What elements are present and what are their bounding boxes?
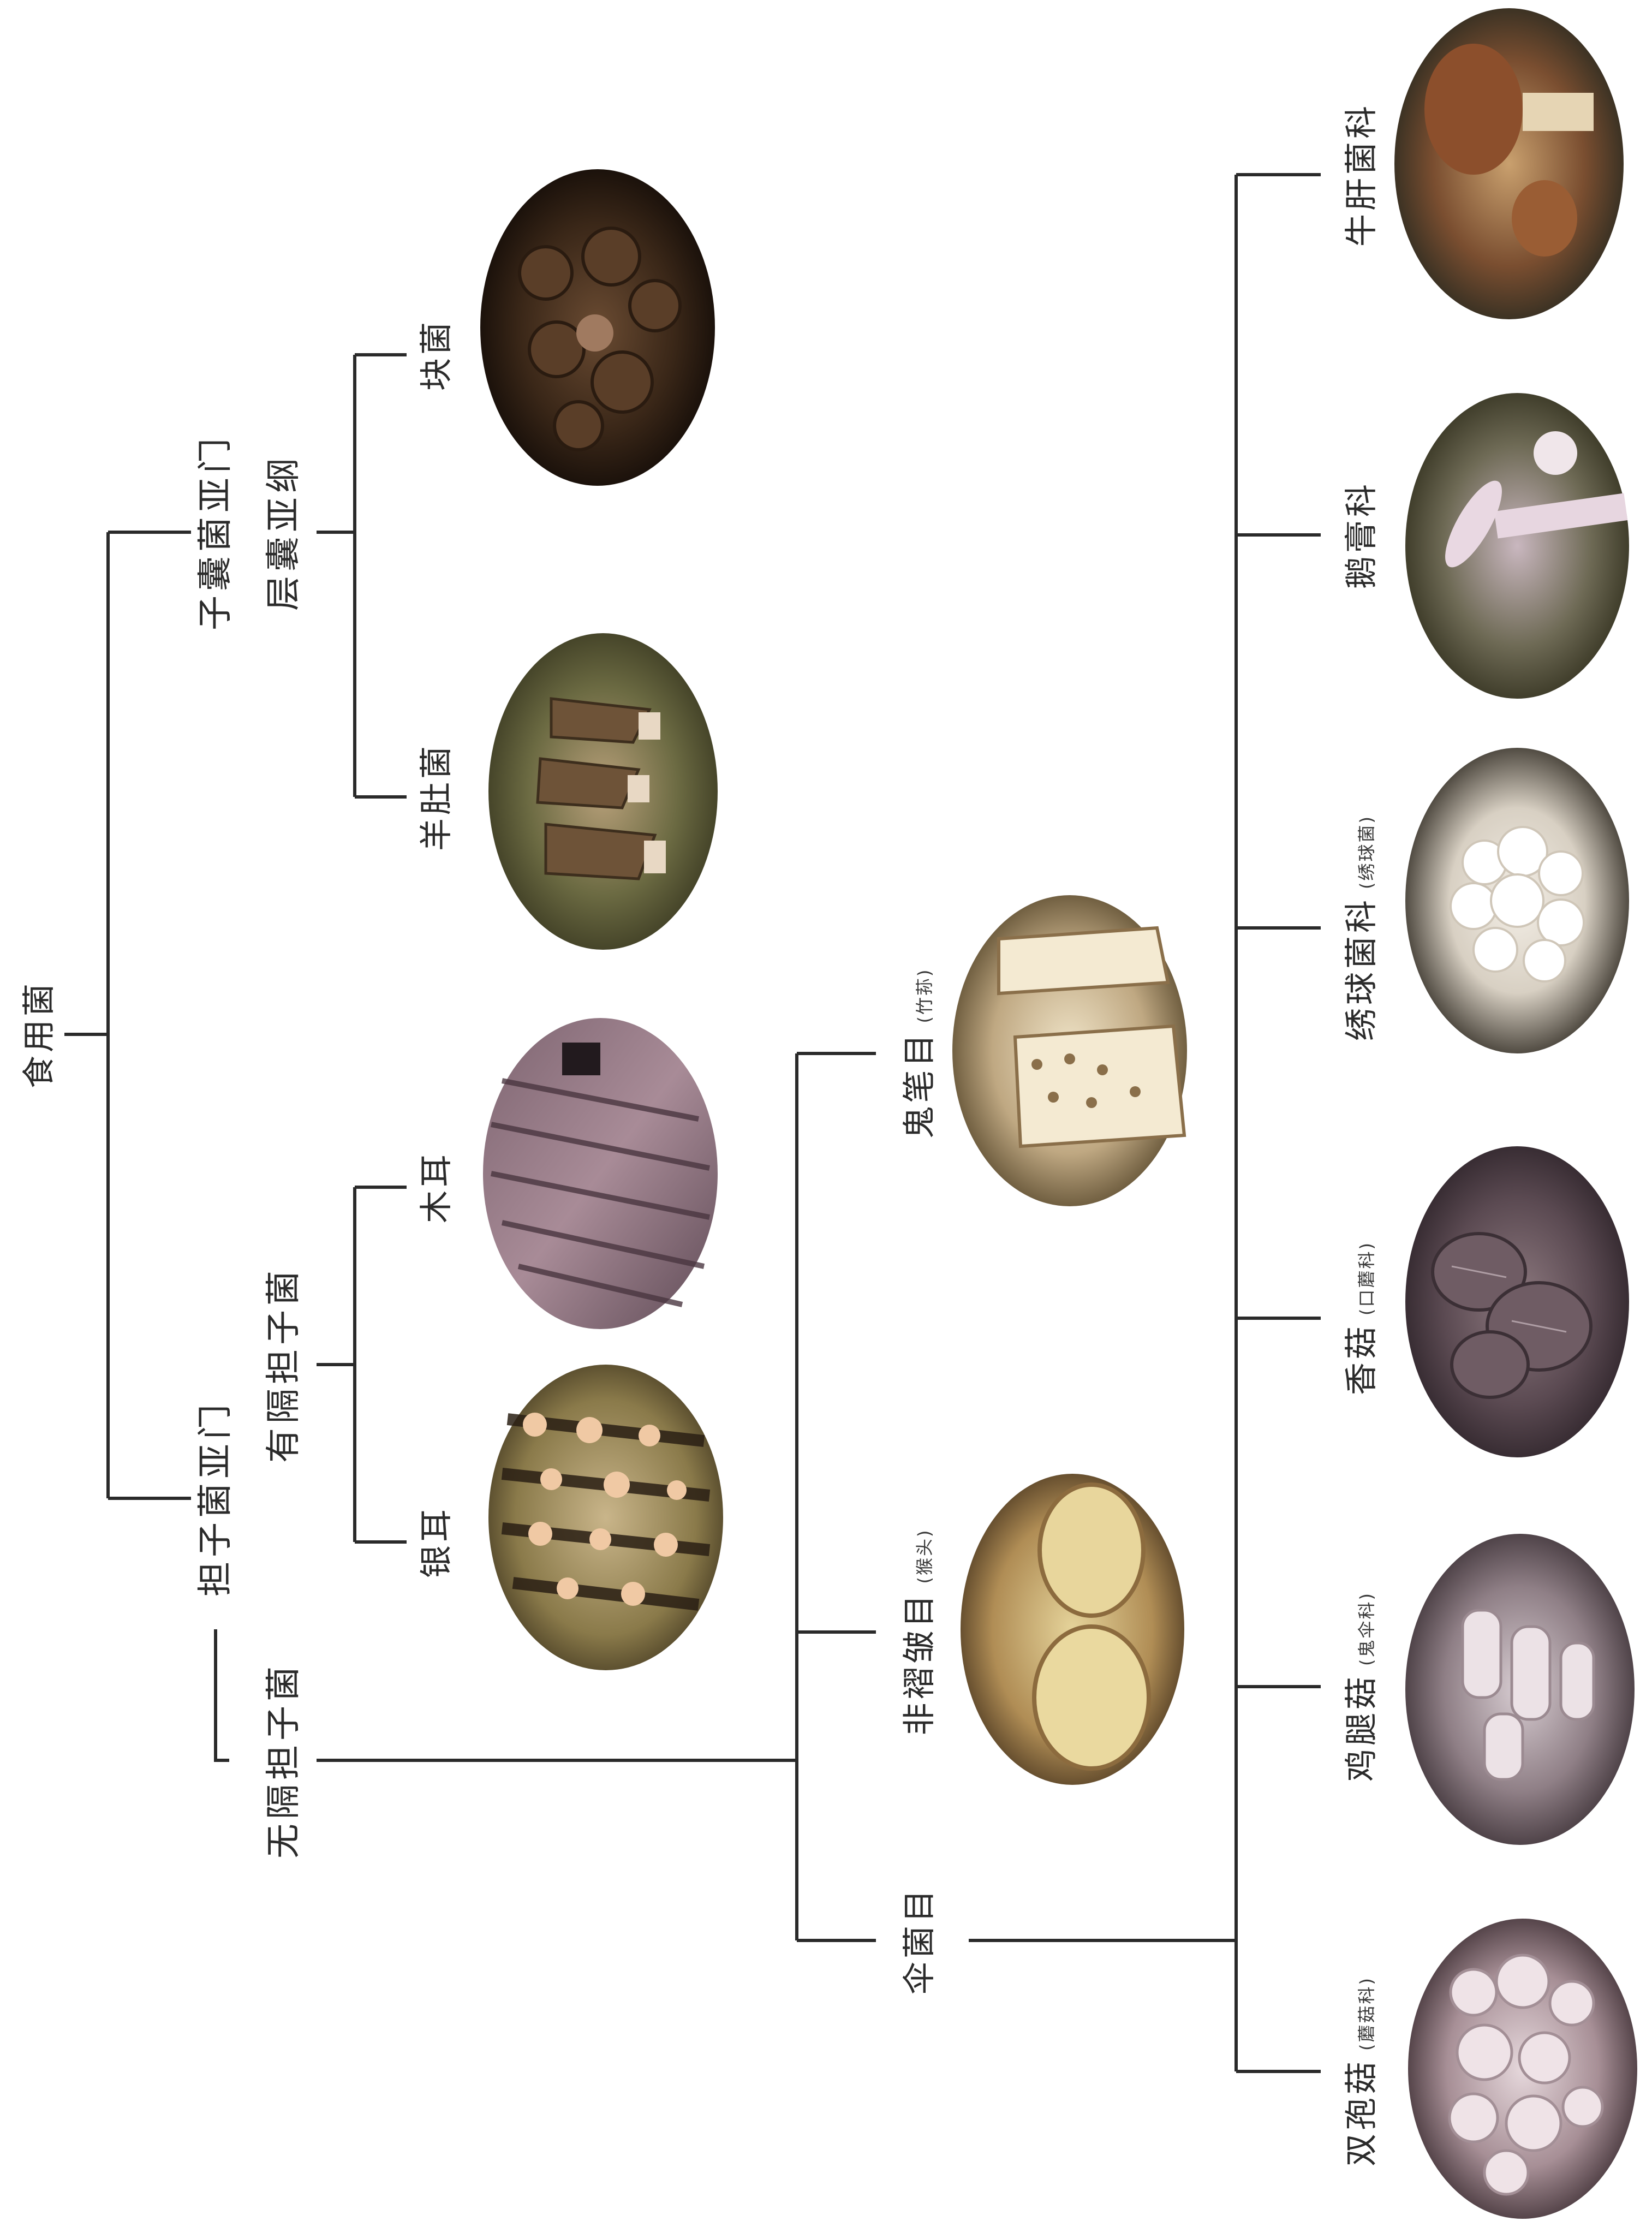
order-name: 鬼笔目 [900, 1031, 939, 1139]
shiitake-label: 香菇 (口蘑科) [1345, 1241, 1378, 1395]
photo-shaggy-mane [1405, 1534, 1635, 1845]
photo-tremella [488, 1365, 723, 1670]
photo-morel [488, 633, 718, 950]
species-name: 双孢菇 [1343, 2058, 1381, 2166]
photo-amanita [1405, 393, 1629, 699]
order-agaricales-label: 伞菌目 [903, 1886, 936, 1994]
order-phallales-label: 鬼笔目 (竹荪) [903, 968, 936, 1139]
order-note: (竹荪) [914, 968, 935, 1023]
family-sparassidaceae-label: 绣球菌科 (绣球菌) [1345, 815, 1378, 1041]
family-note: (口蘑科) [1356, 1241, 1377, 1315]
family-boletaceae-label: 牛肝菌科 [1345, 103, 1378, 247]
family-note: (蘑菇科) [1356, 1976, 1377, 2051]
morel-label: 羊肚菌 [420, 743, 453, 851]
photo-button-mushroom [1408, 1919, 1637, 2219]
ascomycota-subphylum-label: 子囊菌亚门 [198, 434, 233, 630]
button-mushroom-label: 双孢菇 (蘑菇科) [1345, 1976, 1378, 2166]
photo-wood-ear [483, 1018, 718, 1329]
photo-truffle [480, 169, 715, 486]
family-note: (绣球菌) [1356, 815, 1377, 889]
order-note: (猴头) [914, 1529, 935, 1584]
ascomycota-class-label: 层囊亚纲 [266, 454, 301, 611]
tremella-label: 银耳 [420, 1506, 453, 1578]
photo-bamboo-fungus [952, 895, 1187, 1206]
photo-shiitake [1405, 1146, 1629, 1457]
family-name: 绣球菌科 [1343, 897, 1381, 1041]
shaggy-mane-label: 鸡腿菇 (鬼伞科) [1345, 1592, 1378, 1782]
aseptate-label: 无隔担子菌 [266, 1662, 301, 1859]
photo-cauliflower-fungus [1405, 748, 1629, 1053]
species-name: 香菇 [1343, 1323, 1381, 1395]
photo-bolete [1394, 8, 1624, 319]
root-label: 食用菌 [23, 980, 56, 1088]
basidiomycota-subphylum-label: 担子菌亚门 [198, 1400, 233, 1597]
order-aphyllophorales-label: 非褶皱目 (猴头) [903, 1529, 936, 1736]
photo-lions-mane [961, 1474, 1184, 1785]
species-name: 鸡腿菇 [1343, 1674, 1381, 1782]
wood-ear-label: 木耳 [420, 1151, 453, 1223]
order-name: 非褶皱目 [900, 1591, 939, 1735]
truffle-label: 块菌 [420, 319, 453, 391]
septate-label: 有隔担子菌 [266, 1266, 301, 1463]
family-amanitaceae-label: 鹅膏科 [1345, 481, 1378, 589]
family-note: (鬼伞科) [1356, 1592, 1377, 1666]
